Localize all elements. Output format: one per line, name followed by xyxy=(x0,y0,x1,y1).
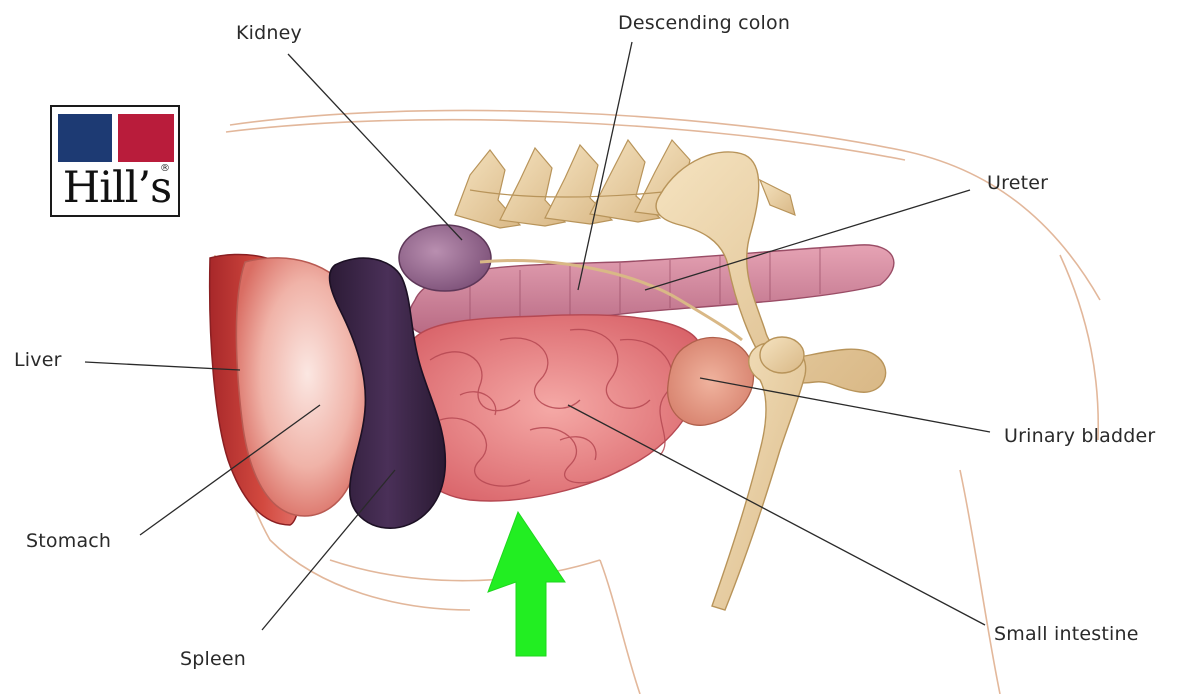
label-ureter: Ureter xyxy=(987,174,1048,193)
logo-wordmark: Hill’s xyxy=(58,163,176,213)
label-liver: Liver xyxy=(14,351,62,370)
leader-kidney xyxy=(288,54,462,240)
logo-registered-mark: ® xyxy=(160,164,170,174)
urinary-bladder-shape xyxy=(668,338,754,426)
green-arrow-icon xyxy=(488,512,565,656)
label-kidney: Kidney xyxy=(236,24,302,43)
logo-blue-block xyxy=(58,114,112,162)
logo-red-block xyxy=(118,114,174,162)
kidney-shape xyxy=(399,225,491,291)
label-small-intestine: Small intestine xyxy=(994,625,1139,644)
hills-logo: Hill’s xyxy=(50,105,180,217)
label-descending-colon: Descending colon xyxy=(618,14,790,33)
label-spleen: Spleen xyxy=(180,650,246,669)
label-stomach: Stomach xyxy=(26,532,111,551)
label-urinary-bladder: Urinary bladder xyxy=(1004,427,1155,446)
